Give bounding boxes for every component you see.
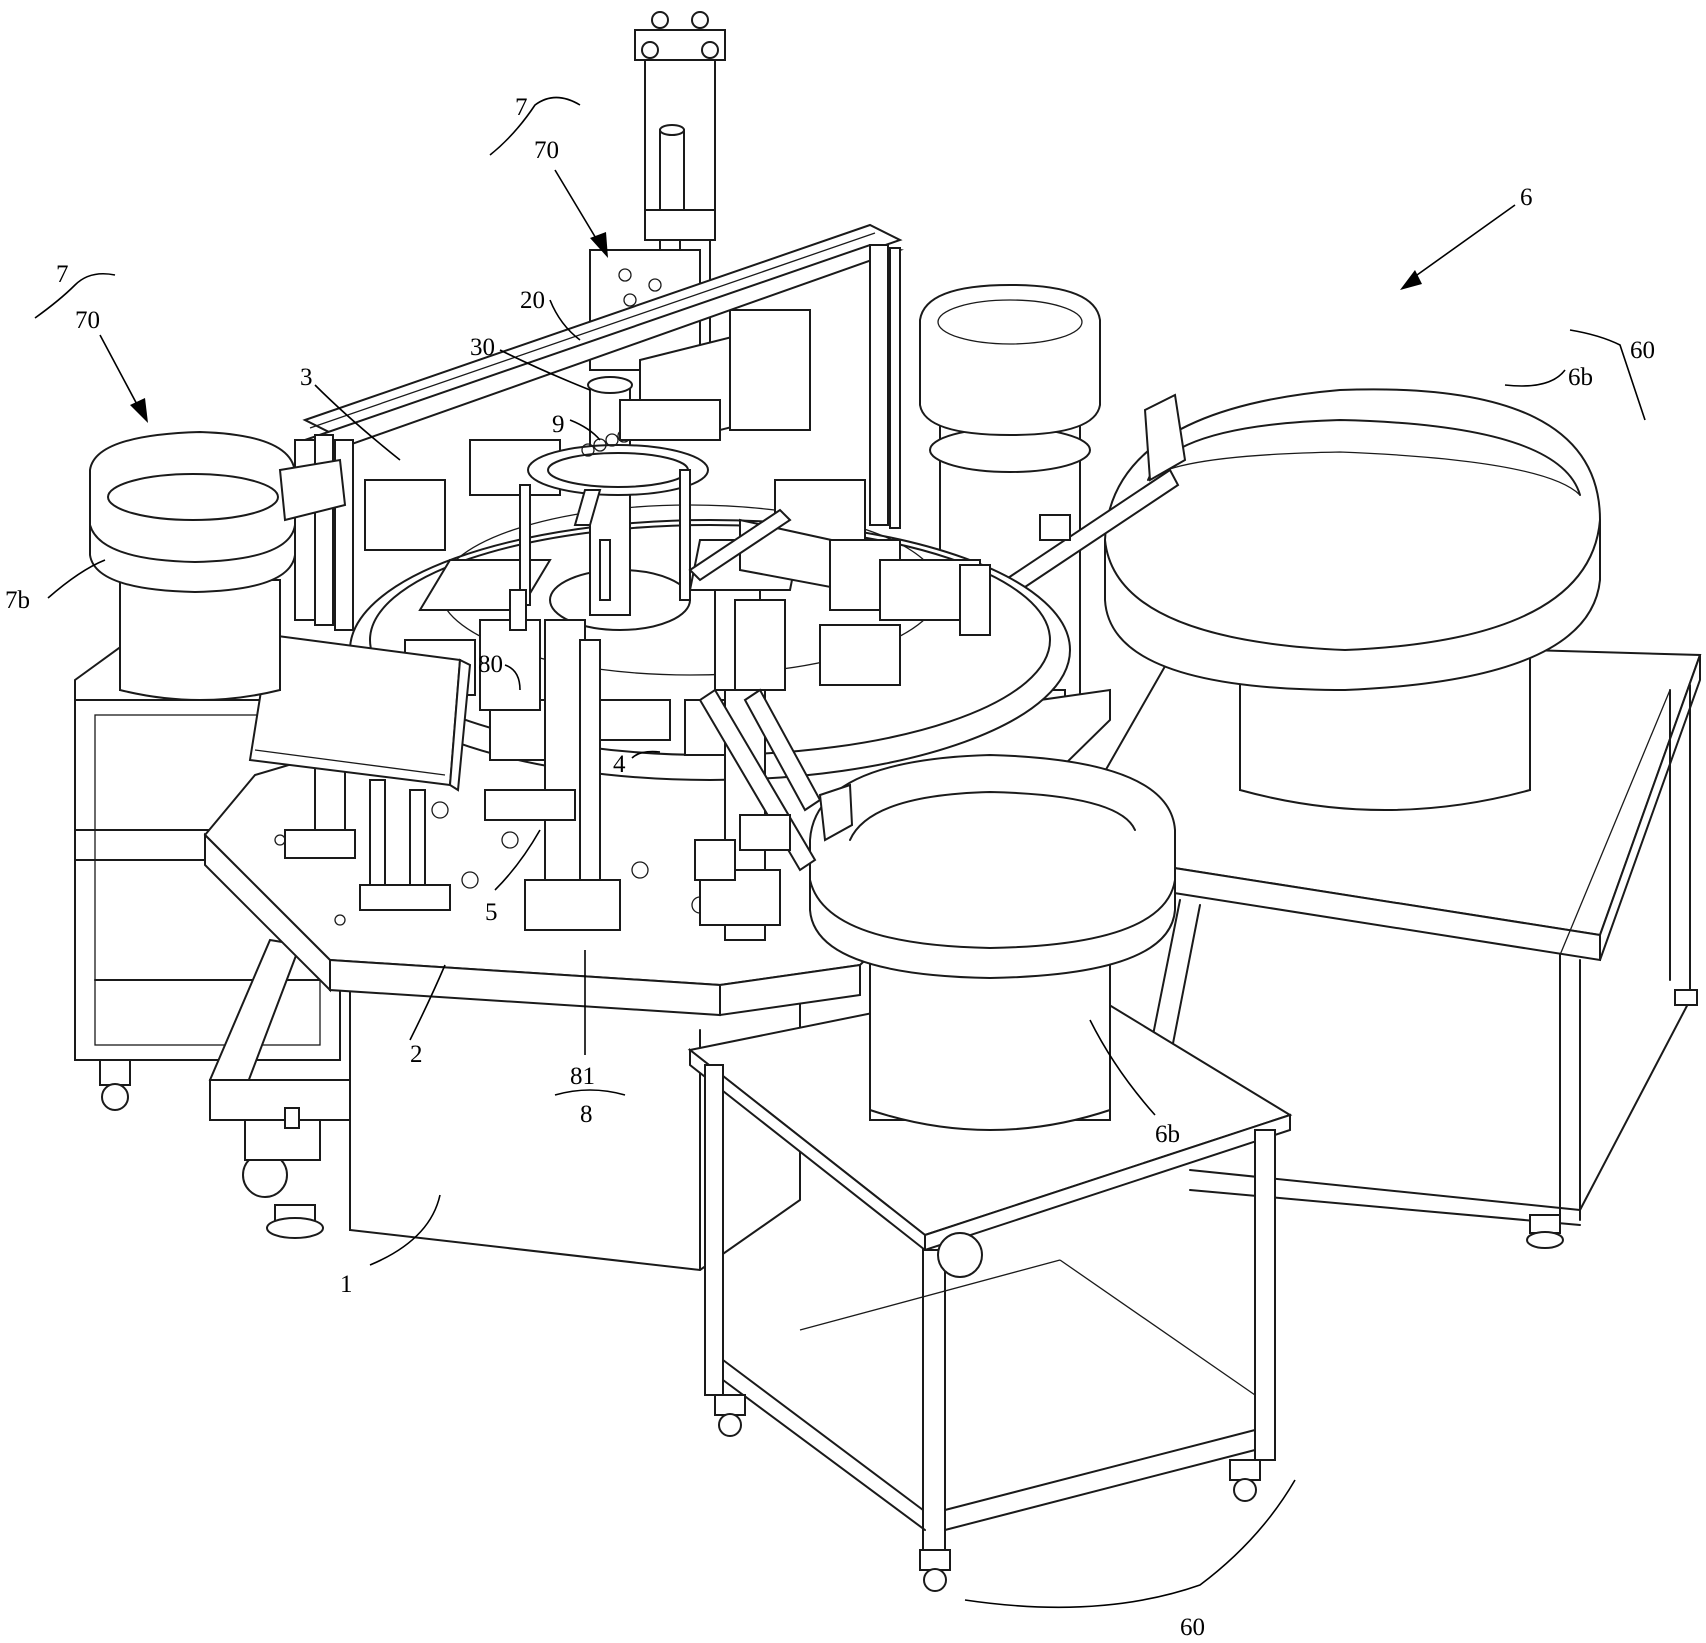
label-5: 5: [485, 899, 498, 926]
press-station-right: [694, 589, 822, 941]
left-vibratory-bowl: [89, 430, 347, 701]
press-station: [479, 589, 621, 931]
label-60-right: 60: [1630, 337, 1655, 364]
label-60-bottom: 60: [1180, 1614, 1205, 1641]
label-7-top: 7: [515, 94, 528, 121]
label-7-left: 7: [56, 261, 69, 288]
label-30: 30: [470, 334, 495, 361]
label-70-top: 70: [534, 137, 559, 164]
front-chute: [698, 688, 817, 872]
gantry-frame: [294, 223, 904, 631]
label-81: 81: [570, 1063, 595, 1090]
press-head: [619, 309, 811, 442]
feed-track-right: [988, 468, 1180, 607]
label-9: 9: [552, 411, 565, 438]
label-70-left: 70: [75, 307, 100, 334]
label-20: 20: [520, 287, 545, 314]
label-1: 1: [340, 1271, 353, 1298]
left-casters: [242, 1107, 324, 1239]
label-80: 80: [478, 651, 503, 678]
front-vibratory-bowl: [809, 753, 1176, 1131]
label-6: 6: [1520, 184, 1533, 211]
label-3: 3: [300, 364, 313, 391]
label-7b: 7b: [5, 587, 30, 614]
label-4: 4: [613, 751, 626, 778]
label-6b-right: 6b: [1568, 364, 1593, 391]
label-6b-front: 6b: [1155, 1121, 1180, 1148]
reference-labels: 7 70 7 70 20 30 3 9 6 60 6b 7b 80 4 5 2 …: [5, 94, 1655, 1641]
right-feeder-table: [1058, 638, 1702, 1249]
table-pillars: [284, 759, 576, 911]
leader-lines: [34, 96, 1646, 1609]
label-8: 8: [580, 1101, 593, 1128]
rear-vibratory-bowl: [1104, 388, 1601, 811]
label-2: 2: [410, 1041, 423, 1068]
side-cylinder: [688, 508, 991, 636]
left-chute: [208, 938, 351, 1121]
